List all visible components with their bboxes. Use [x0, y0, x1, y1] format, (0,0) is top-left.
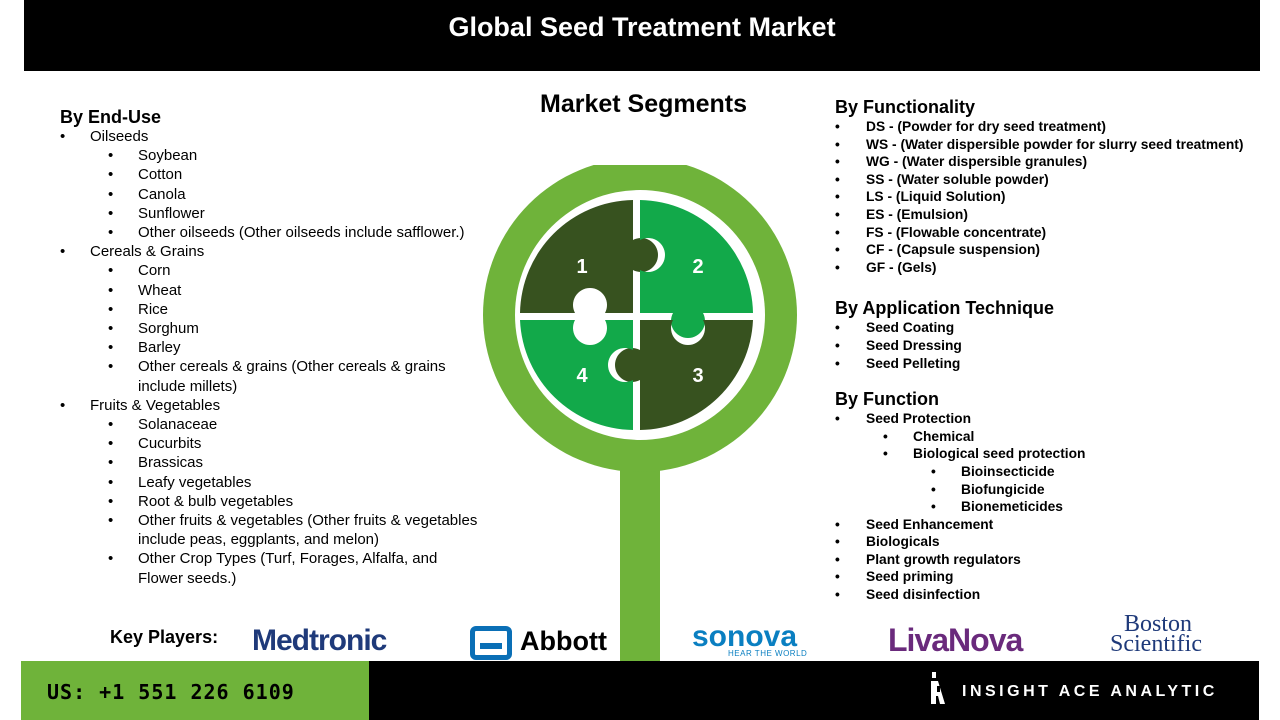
boston-logo-line-2: Scientific: [1110, 631, 1202, 657]
medtronic-logo: Medtronic: [252, 624, 387, 657]
cereal-item: Barley: [60, 338, 510, 357]
end-use-section: By End-Use Oilseeds Soybean Cotton Canol…: [60, 107, 510, 588]
oilseed-item: Cotton: [60, 165, 510, 184]
application-item: Seed Coating: [835, 319, 1275, 337]
brand-name: INSIGHT ACE ANALYTIC: [962, 683, 1218, 700]
function-heading: By Function: [835, 389, 939, 410]
cereal-item: Corn: [60, 261, 510, 280]
function-item: Seed priming: [835, 568, 1275, 586]
fruit-item: Other Crop Types (Turf, Forages, Alfalfa…: [60, 549, 480, 587]
cereal-item: Other cereals & grains (Other cereals & …: [60, 357, 485, 395]
boston-scientific-logo: Boston Scientific: [1110, 611, 1202, 657]
title-bar: Global Seed Treatment Market: [24, 0, 1260, 71]
end-use-heading: By End-Use: [60, 107, 162, 127]
fruits-item: Fruits & Vegetables: [60, 396, 510, 415]
application-item: Seed Dressing: [835, 337, 1275, 355]
oilseeds-item: Oilseeds: [60, 127, 510, 146]
market-segments-title: Market Segments: [540, 90, 748, 118]
application-heading: By Application Technique: [835, 298, 1055, 319]
functionality-item: LS - (Liquid Solution): [835, 188, 1275, 206]
sonova-logo: sonova HEAR THE WORLD: [692, 620, 807, 658]
oilseed-item: Canola: [60, 185, 510, 204]
key-players-label: Key Players:: [110, 627, 219, 647]
magnifier-handle: [620, 455, 660, 665]
functionality-item: SS - (Water soluble powder): [835, 171, 1275, 189]
puzzle-number-1: 1: [576, 256, 587, 278]
livanova-logo: LivaNova: [888, 622, 1023, 658]
functionality-item: ES - (Emulsion): [835, 206, 1275, 224]
page-title: Global Seed Treatment Market: [448, 12, 836, 42]
fruit-item: Solanaceae: [60, 415, 510, 434]
oilseed-item: Soybean: [60, 146, 510, 165]
functionality-item: WS - (Water dispersible powder for slurr…: [835, 136, 1275, 154]
right-segments: By Functionality DS - (Powder for dry se…: [835, 97, 1275, 604]
boston-logo-line-1: Boston: [1124, 611, 1193, 637]
puzzle-number-2: 2: [692, 256, 703, 278]
phone-number: US: +1 551 226 6109: [47, 680, 295, 704]
function-item: Seed Protection: [835, 410, 1275, 428]
footer-brand-bar: INSIGHT ACE ANALYTIC: [369, 661, 1259, 720]
puzzle-piece-3: [615, 320, 753, 430]
function-subitem: Biological seed protection: [835, 445, 1275, 463]
function-item: Biologicals: [835, 533, 1275, 551]
functionality-item: CF - (Capsule suspension): [835, 241, 1275, 259]
bio-item: Bioinsecticide: [835, 463, 1275, 481]
fruit-item: Other fruits & vegetables (Other fruits …: [60, 511, 510, 549]
puzzle-piece-1: [520, 200, 658, 313]
insight-ace-logo-icon: [931, 672, 945, 704]
fruit-item: Leafy vegetables: [60, 473, 510, 492]
function-item: Seed Enhancement: [835, 516, 1275, 534]
oilseed-item: Sunflower: [60, 204, 510, 223]
puzzle-number-4: 4: [576, 365, 588, 387]
sonova-tagline: HEAR THE WORLD: [728, 649, 808, 658]
function-item: Plant growth regulators: [835, 551, 1275, 569]
function-item: Seed disinfection: [835, 586, 1275, 604]
functionality-item: GF - (Gels): [835, 259, 1275, 277]
oilseed-item: Other oilseeds (Other oilseeds include s…: [60, 223, 510, 242]
fruit-item: Cucurbits: [60, 434, 510, 453]
functionality-item: WG - (Water dispersible granules): [835, 153, 1275, 171]
fruit-item: Brassicas: [60, 453, 510, 472]
abbott-logo-text: Abbott: [520, 626, 607, 656]
functionality-item: DS - (Powder for dry seed treatment): [835, 118, 1275, 136]
magnifier-puzzle-graphic: 1 2 3 4: [483, 165, 797, 665]
cereal-item: Wheat: [60, 281, 510, 300]
abbott-mark-icon: [470, 626, 512, 660]
function-subitem: Chemical: [835, 428, 1275, 446]
puzzle-number-3: 3: [692, 365, 703, 387]
cereal-item: Sorghum: [60, 319, 510, 338]
footer-contact: US: +1 551 226 6109: [21, 661, 369, 720]
cereals-item: Cereals & Grains: [60, 242, 510, 261]
bio-item: Biofungicide: [835, 481, 1275, 499]
fruit-item: Root & bulb vegetables: [60, 492, 510, 511]
bio-item: Bionemeticides: [835, 498, 1275, 516]
application-item: Seed Pelleting: [835, 355, 1275, 373]
cereal-item: Rice: [60, 300, 510, 319]
sonova-logo-text: sonova: [692, 620, 798, 653]
functionality-heading: By Functionality: [835, 97, 976, 117]
puzzle-piece-4: [520, 320, 633, 430]
functionality-item: FS - (Flowable concentrate): [835, 224, 1275, 242]
puzzle-piece-2: [640, 200, 753, 338]
